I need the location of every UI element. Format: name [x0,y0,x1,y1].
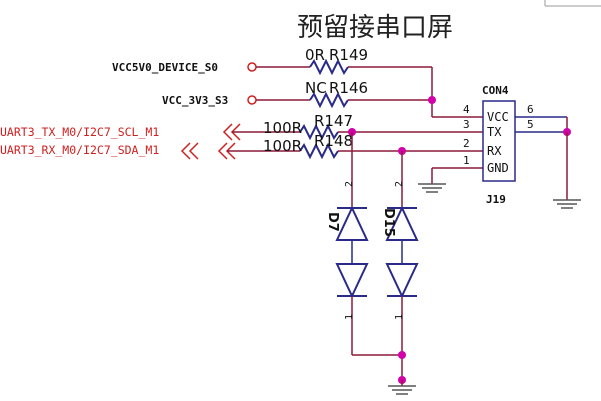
diode-d7 [335,205,369,299]
resistor-r149 [309,58,349,76]
r147-value: 100R [263,119,302,137]
mount-pin-number: 5 [527,118,534,131]
d7-pin-top: 2 [344,181,355,187]
r149-value: 0R [305,46,325,64]
d15-ref: D15 [381,208,396,237]
net-port-vcc5v0 [247,62,257,72]
mount-pin-number: 6 [527,103,534,116]
offpage-arrow-rx [180,142,191,160]
connector-j19-body [482,100,516,182]
net-port-vcc3v3 [247,95,257,105]
net-label-uart-tx: UART3_TX_M0/I2C7_SCL_M1 [0,125,159,139]
net-label-vcc3v3: VCC_3V3_S3 [162,94,228,107]
ground-symbol-mount [553,199,581,209]
pin-number: 1 [463,154,470,167]
r146-value: NC [305,79,327,97]
r146-ref: R146 [329,79,368,97]
r148-value: 100R [263,137,302,155]
d7-ref: D7 [325,212,340,232]
net-label-uart-rx: UART3_RX_M0/I2C7_SDA_M1 [0,143,159,157]
pin-number: 3 [463,118,470,131]
junction-diode-gnd [398,351,406,359]
d7-pin-bottom: 1 [344,314,355,320]
pin-number: 2 [463,137,470,150]
offpage-arrow-tx [222,123,233,141]
junction-vcc [428,96,436,104]
resistor-r146 [309,91,349,109]
r148-ref: R148 [314,132,353,150]
pin-name: GND [487,161,509,175]
pin-name: TX [487,125,502,139]
ground-symbol-con [418,183,446,193]
schematic-title: 预留接串口屏 [297,13,453,43]
net-label-vcc5v0: VCC5V0_DEVICE_S0 [112,61,218,74]
r149-ref: R149 [329,46,368,64]
resistor-r147 [299,123,339,141]
r147-ref: R147 [314,112,353,130]
pin-name: VCC [487,110,509,124]
resistor-r148 [299,142,339,160]
d15-pin-bottom: 1 [394,314,405,320]
pin-number: 4 [463,103,470,116]
ground-symbol-diodes [388,385,416,395]
pin-name: RX [487,144,502,158]
connector-ref: J19 [486,193,506,206]
d15-pin-top: 2 [394,181,405,187]
connector-name: CON4 [482,84,509,97]
